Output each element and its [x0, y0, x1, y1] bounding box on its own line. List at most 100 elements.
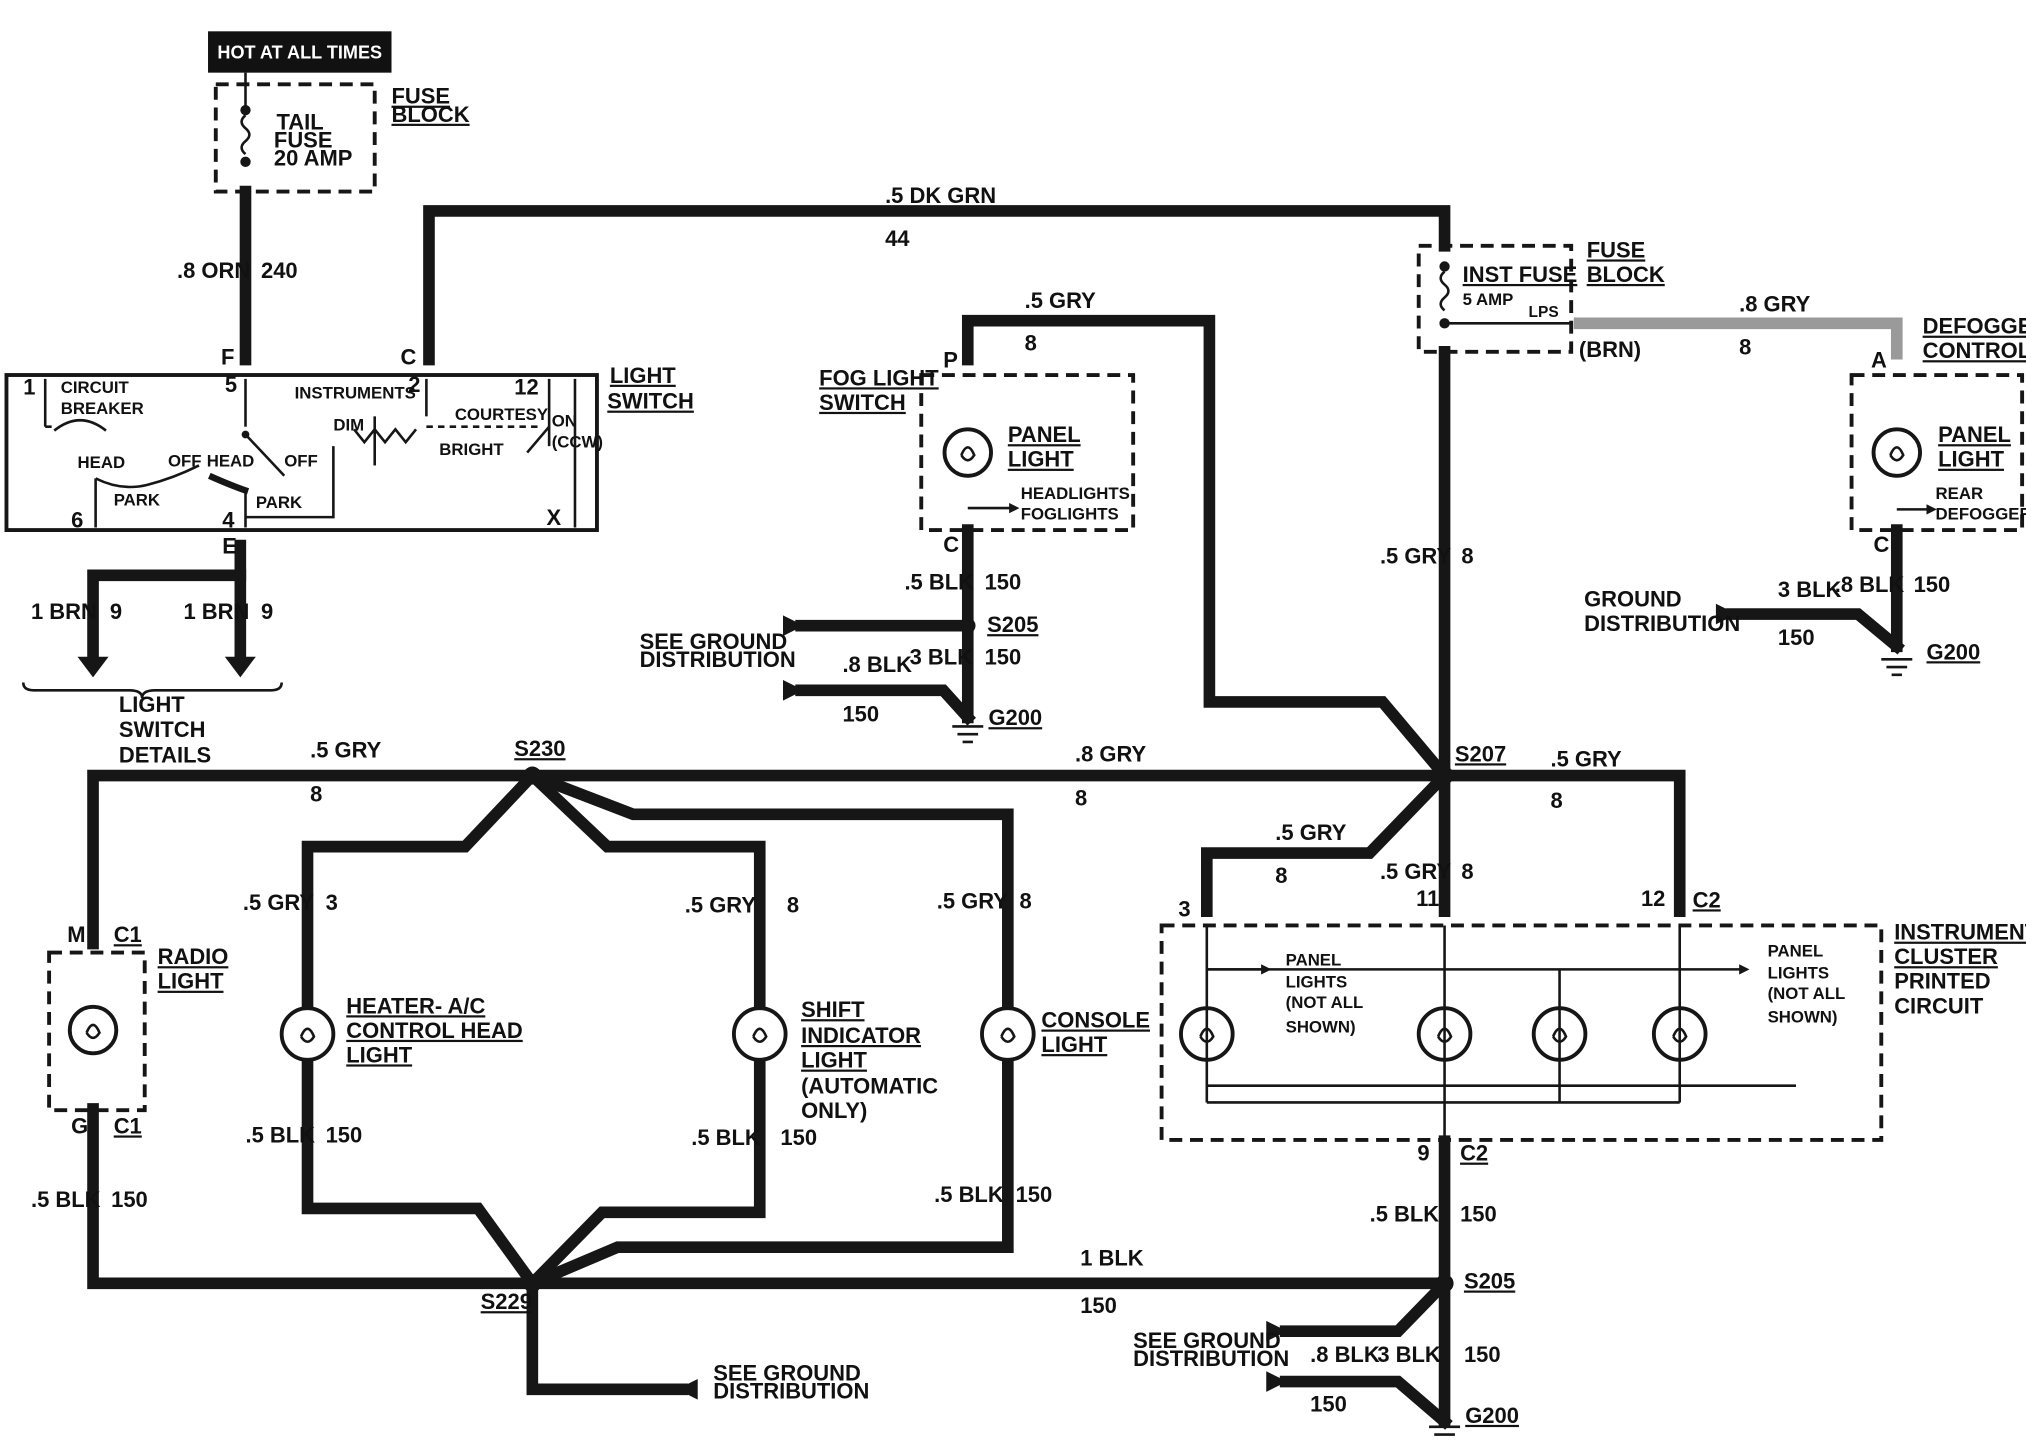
park-label-1: PARK: [114, 491, 160, 510]
fog-switch-title-1: FOG LIGHT: [819, 365, 939, 390]
defog-pin-a: A: [1871, 347, 1887, 372]
on-label: ON: [552, 412, 577, 431]
splices: S205 G200 G200 S230 S207 S229 S205 G200: [481, 603, 1981, 1436]
radio-c1-top: C1: [114, 922, 142, 947]
see-ground-c2: DISTRIBUTION: [1133, 1346, 1289, 1371]
g200-defog-label: G200: [1927, 639, 1981, 664]
blkcluster-color: .5 BLK: [1370, 1201, 1440, 1226]
cluster-pin-9: 9: [1417, 1141, 1429, 1166]
s205-top-label: S205: [987, 612, 1038, 637]
console-line-1: CONSOLE: [1041, 1008, 1150, 1033]
blkdefog-color1: 3 BLK: [1778, 577, 1842, 602]
defogger-gray-wire: [1573, 317, 1903, 360]
cluster-title-2: CLUSTER: [1894, 944, 1998, 969]
fuse-label-1: TAIL: [277, 110, 324, 135]
park-label-2: PARK: [256, 493, 302, 512]
lps-label: LPS: [1529, 304, 1559, 321]
blkmain-circuit: 150: [1080, 1293, 1117, 1318]
gryheater-color: .5 GRY: [243, 890, 315, 915]
cluster-panel-right-2: LIGHTS: [1768, 963, 1830, 982]
off-label-2: OFF: [284, 452, 318, 471]
see-ground-b1: SEE GROUND: [713, 1360, 861, 1385]
inst-fuse-block: INST FUSE 5 AMP LPS (BRN) FUSE BLOCK: [1416, 237, 1665, 362]
cluster-panel-left-3: (NOT ALL: [1286, 993, 1364, 1012]
cluster-panel-left-2: LIGHTS: [1286, 972, 1348, 991]
gryc11-color: .5 GRY: [1380, 859, 1452, 884]
blkbottom-circuit2: 150: [1310, 1391, 1347, 1416]
gryp-circuit: 8: [1025, 330, 1037, 355]
brn-label: (BRN): [1579, 337, 1641, 362]
details-line-1: LIGHT: [119, 692, 185, 717]
radio-title-2: LIGHT: [158, 969, 224, 994]
defog-panel-label-2: LIGHT: [1938, 447, 2004, 472]
orn-circuit: 240: [261, 258, 298, 283]
console-light: CONSOLE LIGHT: [980, 1006, 1150, 1062]
see-ground-c1: SEE GROUND: [1133, 1328, 1281, 1353]
cluster-title-4: CIRCUIT: [1894, 993, 1984, 1018]
gryc11-circuit: 8: [1461, 859, 1473, 884]
cluster-c2-top: C2: [1693, 887, 1721, 912]
defog-pin-c: C: [1874, 532, 1890, 557]
blkmain-color: 1 BLK: [1080, 1245, 1144, 1270]
see-ground-2: DISTRIBUTION: [640, 647, 796, 672]
blkcluster-circuit: 150: [1460, 1201, 1497, 1226]
gryleft-color: .5 GRY: [310, 737, 382, 762]
gryheater-circuit: 3: [326, 890, 338, 915]
heater-line-3: LIGHT: [346, 1042, 412, 1067]
gryconsole-circuit: 8: [1019, 889, 1031, 914]
rear-label-2: DEFOGGER: [1936, 505, 2026, 524]
blkshift-circuit: 150: [780, 1125, 817, 1150]
shift-indicator-light: SHIFT INDICATOR LIGHT (AUTOMATIC ONLY): [731, 997, 938, 1123]
blkdefog-circuit: 150: [1914, 572, 1951, 597]
pin-c: C: [401, 345, 417, 370]
blkheater-circuit: 150: [326, 1123, 363, 1148]
radio-pin-g: G: [71, 1113, 88, 1138]
inst-fuse-label-1: INST FUSE: [1463, 262, 1578, 287]
blkfog-g200-color: .8 BLK: [842, 652, 912, 677]
light-switch-details: LIGHT SWITCH DETAILS: [21, 656, 283, 768]
inst-fuse-label-2: 5 AMP: [1463, 290, 1514, 309]
cluster-pin-3: 3: [1178, 896, 1190, 921]
light-switch: LIGHT SWITCH F C E 1 5 2 12 6 4 X CIRCUI…: [4, 345, 694, 558]
gryconsole-color: .5 GRY: [937, 889, 1009, 914]
pin-x: X: [547, 505, 562, 530]
instruments-label: INSTRUMENTS: [295, 383, 416, 402]
gry-s230-color: .8 GRY: [1075, 741, 1147, 766]
dim-label: DIM: [333, 416, 364, 435]
head-label-2: HEAD: [207, 452, 255, 471]
console-line-2: LIGHT: [1041, 1032, 1107, 1057]
gryinst-circuit: 8: [1461, 544, 1473, 569]
cluster-c2-bottom: C2: [1460, 1141, 1488, 1166]
fuse-block-top: TAIL FUSE 20 AMP FUSE BLOCK: [213, 72, 470, 194]
fog-pin-p: P: [943, 347, 958, 372]
pin-e: E: [222, 533, 237, 558]
s207-label: S207: [1455, 741, 1506, 766]
g200-bottom-label: G200: [1465, 1403, 1519, 1428]
cluster-panel-left-4: SHOWN): [1286, 1018, 1356, 1037]
dkgrn-color: .5 DK GRN: [885, 183, 996, 208]
blkconsole-color: .5 BLK: [934, 1182, 1004, 1207]
blkdefog-circuit2: 150: [1778, 625, 1815, 650]
defog-panel-label-1: PANEL: [1938, 422, 2011, 447]
pin-1: 1: [23, 374, 35, 399]
foglights-label: FOGLIGHTS: [1021, 505, 1119, 524]
off-label-1: OFF: [168, 452, 202, 471]
cluster-title-1: INSTRUMENT: [1894, 920, 2026, 945]
defogger-title-2: CONTROL: [1923, 338, 2026, 363]
inst-fuse-block-title-1: FUSE: [1587, 237, 1646, 262]
gryshift-circuit: 8: [787, 893, 799, 918]
instrument-cluster: PANEL LIGHTS (NOT ALL SHOWN) PANEL LIGHT…: [1159, 886, 2026, 1166]
fog-switch-title-2: SWITCH: [819, 390, 906, 415]
heater-line-2: CONTROL HEAD: [346, 1018, 522, 1043]
radio-light: RADIO LIGHT M C1 G C1: [47, 922, 228, 1138]
brn-right-circuit: 9: [261, 599, 273, 624]
blkbottom-circuit: 150: [1464, 1342, 1501, 1367]
pin-5: 5: [225, 372, 237, 397]
pin-f: F: [221, 345, 234, 370]
fuse-block-title-1: FUSE: [392, 84, 451, 109]
gryright-circuit: 8: [1551, 788, 1563, 813]
blkconsole-circuit: 150: [1016, 1182, 1053, 1207]
blkfog-g200-circuit2: 150: [842, 701, 879, 726]
shift-line-4: (AUTOMATIC: [801, 1073, 938, 1098]
